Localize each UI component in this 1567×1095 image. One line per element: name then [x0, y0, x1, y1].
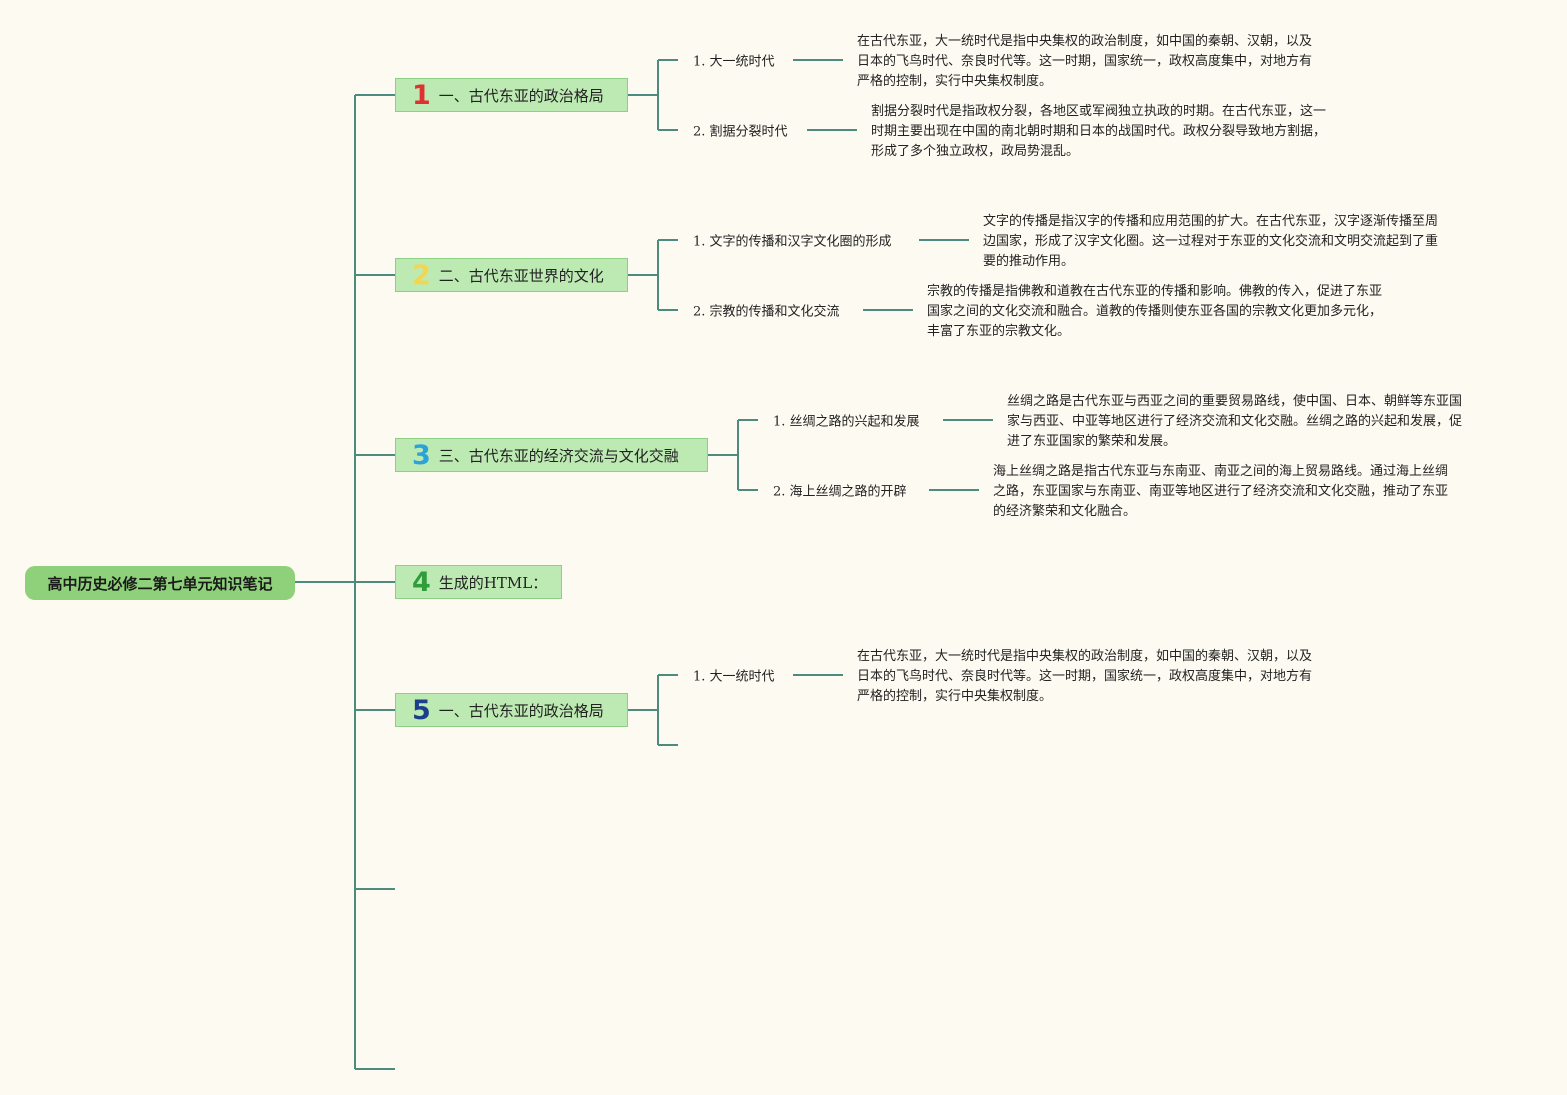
description-line: 宗教的传播是指佛教和道教在古代东亚的传播和影响。佛教的传入，促进了东亚 — [927, 284, 1383, 299]
description-line: 进了东亚国家的繁荣和发展。 — [1007, 434, 1177, 449]
topic-label-1: 一、古代东亚的政治格局 — [438, 86, 604, 105]
description-1-2: 割据分裂时代是指政权分裂，各地区或军阀独立执政的时期。在古代东亚，这一时期主要出… — [871, 102, 1326, 162]
topic-label-2: 二、古代东亚世界的文化 — [438, 266, 604, 285]
subtopic-2-1[interactable]: 1. 文字的传播和汉字文化圈的形成 — [693, 234, 892, 250]
topic-number-5: 5 — [412, 694, 431, 726]
subtopic-1-2[interactable]: 2. 割据分裂时代 — [693, 124, 788, 140]
topic-number-1: 1 — [412, 79, 431, 111]
topic-label-3: 三、古代东亚的经济交流与文化交融 — [438, 446, 679, 465]
description-line: 边国家，形成了汉字文化圈。这一过程对于东亚的文化交流和文明交流起到了重 — [983, 234, 1439, 249]
topic-node-5[interactable]: 5 一、古代东亚的政治格局 — [395, 693, 628, 727]
topic-node-4[interactable]: 4 生成的HTML： — [395, 565, 562, 599]
description-3-1: 丝绸之路是古代东亚与西亚之间的重要贸易路线，使中国、日本、朝鲜等东亚国家与西亚、… — [1007, 392, 1462, 452]
description-line: 在古代东亚，大一统时代是指中央集权的政治制度，如中国的秦朝、汉朝，以及 — [857, 649, 1313, 664]
subtopic-5-1[interactable]: 1. 大一统时代 — [693, 669, 775, 685]
description-line: 文字的传播是指汉字的传播和应用范围的扩大。在古代东亚，汉字逐渐传播至周 — [983, 214, 1439, 229]
topic-node-1[interactable]: 1 一、古代东亚的政治格局 — [395, 78, 628, 112]
topic-node-3[interactable]: 3 三、古代东亚的经济交流与文化交融 — [395, 438, 708, 472]
description-line: 在古代东亚，大一统时代是指中央集权的政治制度，如中国的秦朝、汉朝，以及 — [857, 34, 1313, 49]
root-node[interactable]: 高中历史必修二第七单元知识笔记 — [25, 566, 295, 600]
description-2-1: 文字的传播是指汉字的传播和应用范围的扩大。在古代东亚，汉字逐渐传播至周边国家，形… — [983, 212, 1438, 272]
description-line: 丰富了东亚的宗教文化。 — [927, 324, 1071, 339]
description-line: 割据分裂时代是指政权分裂，各地区或军阀独立执政的时期。在古代东亚，这一 — [871, 104, 1327, 119]
description-3-2: 海上丝绸之路是指古代东亚与东南亚、南亚之间的海上贸易路线。通过海上丝绸之路，东亚… — [993, 462, 1448, 522]
description-line: 日本的飞鸟时代、奈良时代等。这一时期，国家统一，政权高度集中，对地方有 — [857, 54, 1313, 69]
topic-number-4: 4 — [412, 566, 431, 598]
description-line: 严格的控制，实行中央集权制度。 — [857, 689, 1053, 704]
description-line: 的经济繁荣和文化融合。 — [993, 504, 1137, 519]
subtopic-1-1[interactable]: 1. 大一统时代 — [693, 54, 775, 70]
description-line: 时期主要出现在中国的南北朝时期和日本的战国时代。政权分裂导致地方割据， — [871, 124, 1327, 139]
description-line: 国家之间的文化交流和融合。道教的传播则使东亚各国的宗教文化更加多元化， — [927, 304, 1383, 319]
description-line: 日本的飞鸟时代、奈良时代等。这一时期，国家统一，政权高度集中，对地方有 — [857, 669, 1313, 684]
description-line: 形成了多个独立政权，政局势混乱。 — [871, 144, 1080, 159]
subtopic-3-2[interactable]: 2. 海上丝绸之路的开辟 — [773, 484, 907, 500]
description-1-1: 在古代东亚，大一统时代是指中央集权的政治制度，如中国的秦朝、汉朝，以及日本的飞鸟… — [857, 32, 1312, 92]
description-line: 丝绸之路是古代东亚与西亚之间的重要贸易路线，使中国、日本、朝鲜等东亚国 — [1007, 394, 1463, 409]
topic-number-2: 2 — [412, 259, 431, 291]
description-line: 之路，东亚国家与东南亚、南亚等地区进行了经济交流和文化交融，推动了东亚 — [993, 484, 1449, 499]
root-title: 高中历史必修二第七单元知识笔记 — [47, 574, 273, 593]
topic-number-3: 3 — [412, 439, 431, 471]
description-2-2: 宗教的传播是指佛教和道教在古代东亚的传播和影响。佛教的传入，促进了东亚国家之间的… — [927, 282, 1382, 342]
description-line: 海上丝绸之路是指古代东亚与东南亚、南亚之间的海上贸易路线。通过海上丝绸 — [993, 464, 1449, 479]
topic-node-2[interactable]: 2 二、古代东亚世界的文化 — [395, 258, 628, 292]
description-line: 要的推动作用。 — [983, 254, 1075, 269]
description-5-1: 在古代东亚，大一统时代是指中央集权的政治制度，如中国的秦朝、汉朝，以及日本的飞鸟… — [857, 647, 1312, 707]
subtopic-3-1[interactable]: 1. 丝绸之路的兴起和发展 — [773, 414, 920, 430]
topic-label-5: 一、古代东亚的政治格局 — [438, 701, 604, 720]
description-line: 家与西亚、中亚等地区进行了经济交流和文化交融。丝绸之路的兴起和发展，促 — [1007, 414, 1463, 429]
description-line: 严格的控制，实行中央集权制度。 — [857, 74, 1053, 89]
topic-label-4: 生成的HTML： — [438, 573, 548, 592]
subtopic-2-2[interactable]: 2. 宗教的传播和文化交流 — [693, 304, 840, 320]
